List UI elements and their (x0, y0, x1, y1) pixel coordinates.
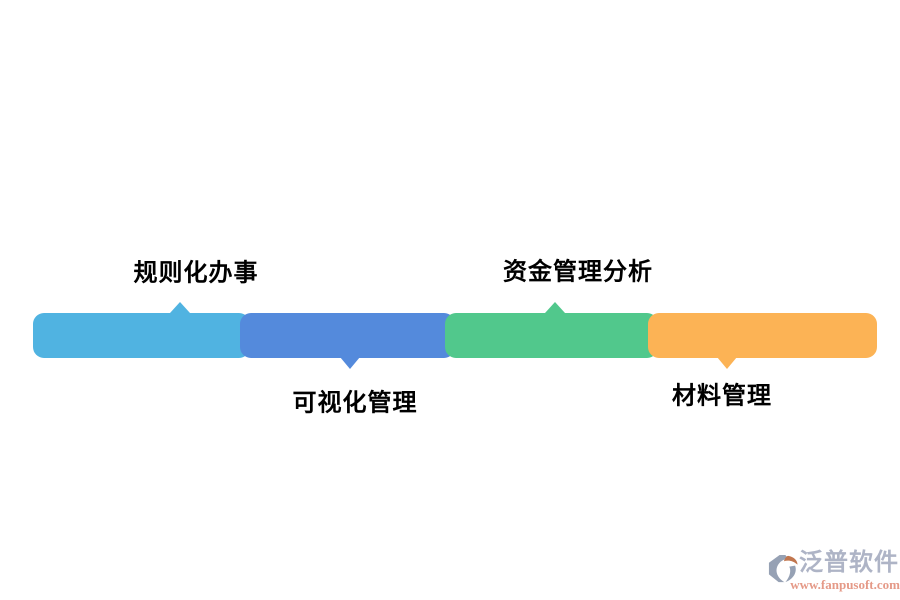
label-rule-based-work: 规则化办事 (133, 259, 259, 287)
pointer-fund-management-analysis-up-arrow (545, 302, 565, 313)
label-material-management: 材料管理 (672, 382, 772, 410)
segment-fund-management-analysis (445, 313, 658, 358)
segment-visual-management (240, 313, 455, 358)
segment-rule-based-work (33, 313, 250, 358)
pointer-material-management-down-arrow (717, 357, 737, 369)
fanpu-logo-icon (768, 554, 798, 583)
pointer-visual-management-down-arrow (340, 357, 360, 369)
brand-watermark: 泛普软件 www.fanpusoft.com (764, 549, 900, 593)
brand-name: 泛普软件 (799, 549, 899, 576)
segment-material-management (648, 313, 877, 358)
label-fund-management-analysis: 资金管理分析 (503, 258, 653, 286)
label-visual-management: 可视化管理 (292, 389, 418, 417)
brand-url: www.fanpusoft.com (790, 577, 900, 592)
pointer-rule-based-work-up-arrow (170, 302, 190, 313)
